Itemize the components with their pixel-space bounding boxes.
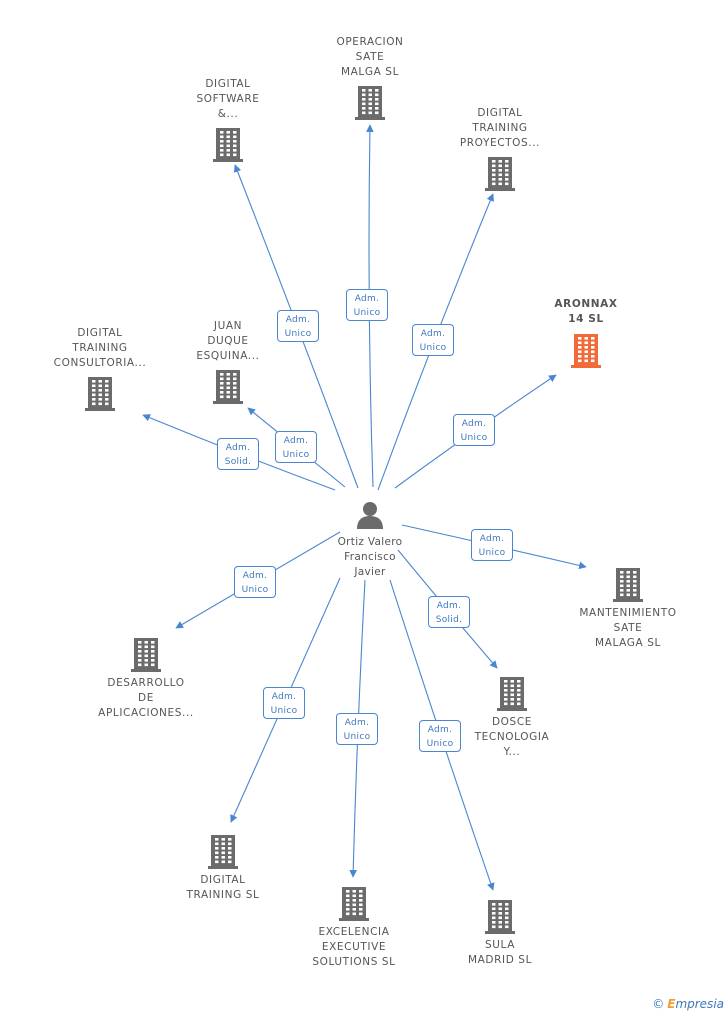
company-label[interactable]: EXCELENCIA EXECUTIVE SOLUTIONS SL [312, 926, 396, 968]
relation-role: Adm. [283, 436, 309, 446]
relation-label-operacion-sate-malga[interactable]: Adm. Unico [346, 289, 388, 321]
relation-role: Adm. [479, 534, 505, 544]
relation-type: Unico [284, 329, 312, 339]
relation-role: Adm. [242, 571, 268, 581]
company-label[interactable]: ARONNAX 14 SL [554, 298, 618, 325]
company-label[interactable]: JUAN DUQUE ESQUINA... [196, 320, 260, 362]
brand-initial: E [667, 997, 676, 1011]
copyright-symbol: © [652, 997, 665, 1011]
company-node-digital-training-sl[interactable]: DIGITAL TRAINING SL [163, 835, 283, 903]
relation-label-digital-training-consultoria[interactable]: Adm. Solid. [217, 438, 259, 470]
company-label[interactable]: DOSCE TECNOLOGIA Y... [474, 716, 550, 758]
company-node-juan-duque-esquina[interactable]: JUAN DUQUE ESQUINA... [168, 319, 288, 404]
empresia-watermark: ©Empresia [652, 997, 724, 1011]
building-icon[interactable] [163, 835, 283, 869]
relation-type: Solid. [224, 457, 252, 467]
relation-role: Adm. [461, 419, 487, 429]
relation-type: Unico [460, 433, 488, 443]
relation-type: Unico [353, 308, 381, 318]
relation-type: Unico [478, 548, 506, 558]
relation-type: Unico [270, 706, 298, 716]
relation-label-juan-duque-esquina[interactable]: Adm. Unico [275, 431, 317, 463]
relation-role: Adm. [436, 601, 462, 611]
company-label[interactable]: DIGITAL SOFTWARE &... [196, 78, 260, 120]
building-icon[interactable] [570, 334, 602, 368]
building-icon[interactable] [86, 638, 206, 672]
company-node-mantenimiento-sate-malaga[interactable]: MANTENIMIENTO SATE MALAGA SL [568, 568, 688, 651]
relation-label-desarrollo-aplicaciones[interactable]: Adm. Unico [234, 566, 276, 598]
relation-type: Solid. [435, 615, 463, 625]
building-icon[interactable] [294, 887, 414, 921]
company-node-dosce-tecnologia[interactable]: DOSCE TECNOLOGIA Y... [452, 677, 572, 760]
brand-name: mpresia [675, 997, 724, 1011]
relation-label-mantenimiento-sate-malaga[interactable]: Adm. Unico [471, 529, 513, 561]
relation-label-digital-training-sl[interactable]: Adm. Unico [263, 687, 305, 719]
company-label[interactable]: SULA MADRID SL [467, 939, 533, 966]
relation-label-excelencia-executive[interactable]: Adm. Unico [336, 713, 378, 745]
company-node-aronnax-14[interactable]: ARONNAX 14 SL [526, 297, 646, 368]
relation-role: Adm. [354, 294, 380, 304]
relation-role: Adm. [420, 329, 446, 339]
relation-label-sula-madrid[interactable]: Adm. Unico [419, 720, 461, 752]
company-label[interactable]: DESARROLLO DE APLICACIONES... [98, 677, 194, 719]
company-node-desarrollo-aplicaciones[interactable]: DESARROLLO DE APLICACIONES... [86, 638, 206, 721]
company-label[interactable]: DIGITAL TRAINING PROYECTOS... [459, 107, 541, 149]
company-node-digital-training-consultoria[interactable]: DIGITAL TRAINING CONSULTORIA... [40, 326, 160, 411]
building-icon[interactable] [354, 86, 386, 120]
company-label[interactable]: MANTENIMIENTO SATE MALAGA SL [579, 607, 677, 649]
person-name[interactable]: Ortiz Valero Francisco Javier [337, 536, 403, 578]
relation-label-digital-software[interactable]: Adm. Unico [277, 310, 319, 342]
relation-role: Adm. [427, 725, 453, 735]
building-icon[interactable] [568, 568, 688, 602]
company-node-sula-madrid[interactable]: SULA MADRID SL [440, 900, 560, 968]
relation-role: Adm. [344, 718, 370, 728]
company-label[interactable]: DIGITAL TRAINING CONSULTORIA... [53, 327, 147, 369]
person-icon[interactable] [355, 500, 385, 534]
company-node-digital-software[interactable]: DIGITAL SOFTWARE &... [168, 77, 288, 162]
company-node-digital-training-proyectos[interactable]: DIGITAL TRAINING PROYECTOS... [440, 106, 560, 191]
building-icon[interactable] [440, 900, 560, 934]
relation-label-digital-training-proyectos[interactable]: Adm. Unico [412, 324, 454, 356]
building-icon[interactable] [212, 370, 244, 404]
building-icon[interactable] [452, 677, 572, 711]
company-node-operacion-sate-malga[interactable]: OPERACION SATE MALGA SL [310, 35, 430, 120]
relation-label-aronnax-14[interactable]: Adm. Unico [453, 414, 495, 446]
company-node-excelencia-executive[interactable]: EXCELENCIA EXECUTIVE SOLUTIONS SL [294, 887, 414, 970]
building-icon[interactable] [212, 128, 244, 162]
relation-type: Unico [241, 585, 269, 595]
relation-type: Unico [426, 739, 454, 749]
relation-type: Unico [282, 450, 310, 460]
building-icon[interactable] [484, 157, 516, 191]
relation-role: Adm. [271, 692, 297, 702]
relation-role: Adm. [225, 443, 251, 453]
company-label[interactable]: OPERACION SATE MALGA SL [336, 36, 404, 78]
company-label[interactable]: DIGITAL TRAINING SL [186, 874, 260, 901]
building-icon[interactable] [84, 377, 116, 411]
relation-type: Unico [343, 732, 371, 742]
relation-label-dosce-tecnologia[interactable]: Adm. Solid. [428, 596, 470, 628]
relation-role: Adm. [285, 315, 311, 325]
relation-type: Unico [419, 343, 447, 353]
